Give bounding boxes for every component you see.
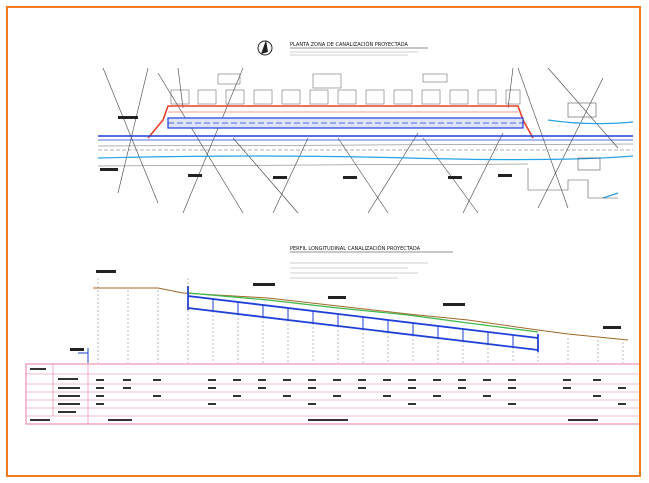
proposed-grade-line xyxy=(187,292,539,333)
river-lines xyxy=(97,119,634,199)
drawing-sheet: PLANTA ZONA DE CANALIZACIÓN PROYECTADA xyxy=(6,6,641,477)
table-row-labels xyxy=(30,368,80,421)
terrain-line xyxy=(93,287,629,341)
profile-left-marker xyxy=(70,348,89,363)
plan-labels xyxy=(100,116,512,179)
lot-boxes xyxy=(170,73,521,105)
station-lines xyxy=(97,278,624,363)
table-values xyxy=(96,379,626,421)
profile-view: PERFIL LONGITUDINAL CANALIZACIÓN PROYECT… xyxy=(70,245,629,363)
north-arrow-icon xyxy=(257,40,273,56)
profile-labels xyxy=(96,270,621,329)
plan-view: PLANTA ZONA DE CANALIZACIÓN PROYECTADA xyxy=(97,40,634,214)
cad-drawing: PLANTA ZONA DE CANALIZACIÓN PROYECTADA xyxy=(25,40,639,425)
canal-profile-ticks xyxy=(212,299,514,347)
plan-grid-lines xyxy=(102,67,619,214)
road-outline xyxy=(147,105,534,139)
profile-table xyxy=(25,363,639,425)
canal-plan xyxy=(98,117,633,141)
plan-title: PLANTA ZONA DE CANALIZACIÓN PROYECTADA xyxy=(290,41,408,48)
profile-title: PERFIL LONGITUDINAL CANALIZACIÓN PROYECT… xyxy=(290,245,421,252)
buildings xyxy=(527,102,618,199)
